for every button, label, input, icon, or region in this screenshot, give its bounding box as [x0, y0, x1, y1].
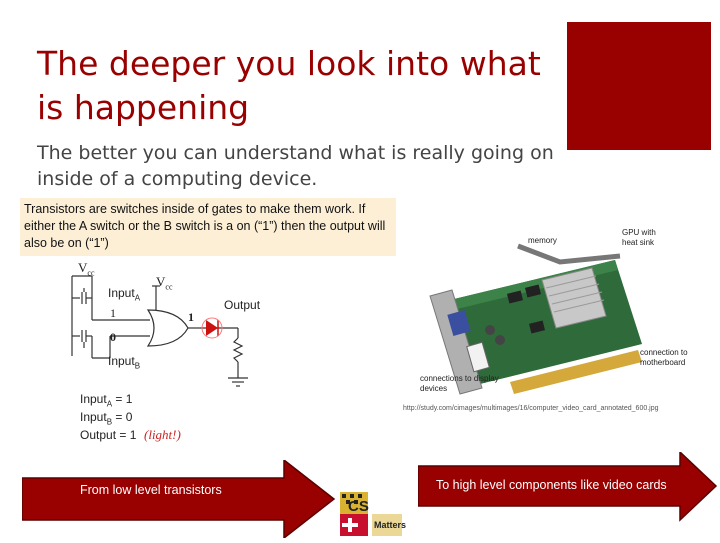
vcc-left-label: V — [78, 260, 88, 275]
bottom-input-a-label: Input — [80, 392, 107, 406]
light-note: (light!) — [144, 427, 181, 442]
maryland-flag-icon — [340, 492, 402, 536]
bottom-input-b-label: Input — [80, 410, 107, 424]
slide-title: The deeper you look into what is happeni… — [37, 44, 541, 127]
video-card-drawing — [429, 243, 642, 395]
video-card-image: memory GPU with heat sink connections to… — [410, 222, 702, 402]
vcc-right-label: V — [156, 274, 166, 289]
memory-label: memory — [528, 236, 557, 245]
motherboard-connection-label: connection to motherboard — [640, 348, 688, 367]
bottom-input-a-sub: A — [106, 399, 113, 409]
vcc-right-sub: cc — [165, 282, 173, 292]
bottom-input-b-eq: = 0 — [115, 410, 133, 424]
slide-subtitle: The better you can understand what is re… — [37, 142, 554, 190]
display-connections-label: connections to display devices — [420, 374, 499, 393]
bottom-input-a-eq: = 1 — [115, 392, 133, 406]
logo-cs-text: CS — [348, 498, 369, 515]
cs-matters-logo: CS Matters — [336, 490, 406, 538]
right-arrow — [418, 452, 718, 522]
bottom-input-b-sub: B — [106, 417, 113, 427]
image-source-url: http://study.com/cimages/multimages/16/c… — [403, 405, 659, 412]
input-a-value: 1 — [110, 306, 116, 320]
left-arrow-label: From low level transistors — [80, 483, 222, 497]
gpu-label: GPU with heat sink — [622, 228, 656, 247]
circuit-wiring — [71, 275, 248, 387]
output-label: Output — [224, 298, 261, 312]
bottom-output-eq: Output = 1 — [80, 428, 137, 442]
accent-box — [567, 22, 711, 150]
or-gate-circuit: Vcc Vcc InputA InputB Output 1 0 1 Input… — [60, 258, 300, 458]
logo-matters-text: Matters — [374, 520, 407, 530]
right-arrow-label: To high level components like video card… — [436, 478, 667, 492]
input-b-value: 0 — [110, 330, 116, 344]
left-arrow — [22, 460, 336, 538]
vcc-left-sub: cc — [87, 268, 95, 278]
output-value: 1 — [188, 310, 194, 324]
input-a-sub: A — [134, 293, 141, 303]
input-b-sub: B — [134, 361, 141, 371]
input-b-label: Input — [108, 354, 135, 368]
transistor-note: Transistors are switches inside of gates… — [20, 198, 396, 256]
input-a-label: Input — [108, 286, 135, 300]
led-icon — [201, 317, 223, 339]
